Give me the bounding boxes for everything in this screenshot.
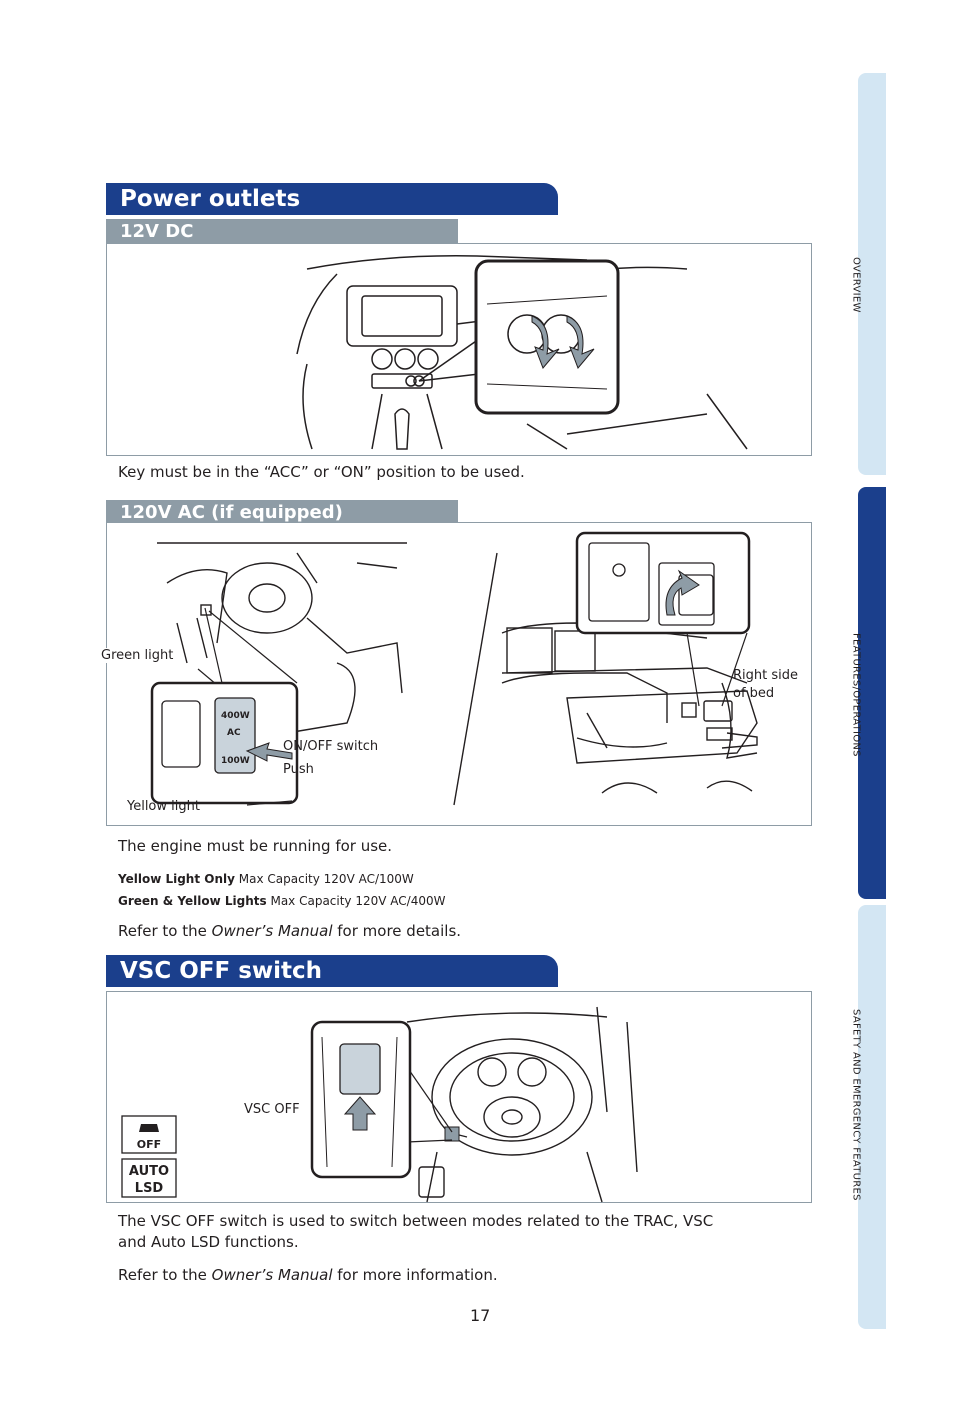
vsc-refer-manual: Owner’s Manual (211, 1266, 333, 1284)
auto-lsd-line2: LSD (135, 1181, 164, 1196)
callout-green-light: Green light (99, 648, 176, 663)
callout-yellow-light: Yellow light (127, 799, 200, 814)
subheader-120v-ac: 120V AC (if equipped) (106, 500, 458, 524)
ac-refer-suffix: for more details. (337, 922, 462, 940)
callout-of-bed: of bed (733, 686, 775, 701)
vsc-refer-prefix: Refer to the (118, 1266, 207, 1284)
illustration-vsc: OFF AUTO LSD VSC OFF (106, 991, 812, 1203)
spec-green-yellow: Green & Yellow Lights Max Capacity 120V … (118, 894, 445, 908)
ac-refer-manual: Owner’s Manual (211, 922, 333, 940)
illustration-12v-dc (106, 243, 812, 456)
tab-features-operations[interactable] (858, 487, 886, 899)
steering-wheel-drawing: OFF AUTO LSD (121, 1006, 638, 1203)
switch-label-ac: AC (227, 728, 241, 738)
vsc-description-line2: and Auto LSD functions. (118, 1233, 299, 1251)
vsc-off-icon (121, 1115, 177, 1154)
vsc-off-icon-label: OFF (137, 1138, 161, 1151)
spec-yellow-only-label: Yellow Light Only (118, 872, 235, 886)
auto-lsd-line1: AUTO (129, 1164, 169, 1179)
callout-push: Push (283, 762, 314, 777)
illustration-120v-ac: 400W AC 100W Green light Yellow light ON… (99, 522, 812, 826)
page-number: 17 (470, 1306, 491, 1325)
ac-refer: Refer to the Owner’s Manual for more det… (118, 922, 461, 940)
spec-green-yellow-value: Max Capacity 120V AC/400W (270, 894, 446, 908)
spec-yellow-only: Yellow Light Only Max Capacity 120V AC/1… (118, 872, 414, 886)
callout-on-off-switch: ON/OFF switch (283, 739, 379, 754)
tab-label-overview: OVERVIEW (850, 257, 862, 313)
tab-overview[interactable] (858, 73, 886, 475)
dc-note: Key must be in the “ACC” or “ON” positio… (118, 463, 525, 481)
vsc-push-arrow-icon (343, 1096, 377, 1131)
vsc-refer: Refer to the Owner’s Manual for more inf… (118, 1266, 498, 1284)
push-arrow-icon (245, 742, 293, 762)
subheader-12v-dc: 12V DC (106, 219, 458, 243)
open-cover-arrow-icon (665, 569, 700, 616)
switch-label-100w: 100W (221, 756, 250, 766)
tab-label-features: FEATURES/OPERATIONS (850, 633, 862, 757)
section-header-power-outlets: Power outlets (106, 183, 558, 215)
section-header-vsc-off: VSC OFF switch (106, 955, 558, 987)
callout-right-side: Right side (733, 668, 798, 683)
spec-yellow-only-value: Max Capacity 120V AC/100W (238, 872, 414, 886)
spec-green-yellow-label: Green & Yellow Lights (118, 894, 267, 908)
ac-refer-prefix: Refer to the (118, 922, 207, 940)
tab-safety[interactable] (858, 905, 886, 1329)
callout-vsc-off: VSC OFF (244, 1102, 300, 1117)
vsc-refer-suffix: for more information. (337, 1266, 498, 1284)
vsc-description-line1: The VSC OFF switch is used to switch bet… (118, 1212, 714, 1230)
ac-outlet-drawing: 400W AC 100W (150, 531, 758, 806)
switch-label-400w: 400W (221, 711, 250, 721)
ac-note: The engine must be running for use. (118, 837, 393, 855)
auto-lsd-icon (121, 1158, 177, 1198)
dashboard-drawing (296, 255, 748, 450)
tab-label-safety: SAFETY AND EMERGENCY FEATURES (850, 1009, 862, 1201)
